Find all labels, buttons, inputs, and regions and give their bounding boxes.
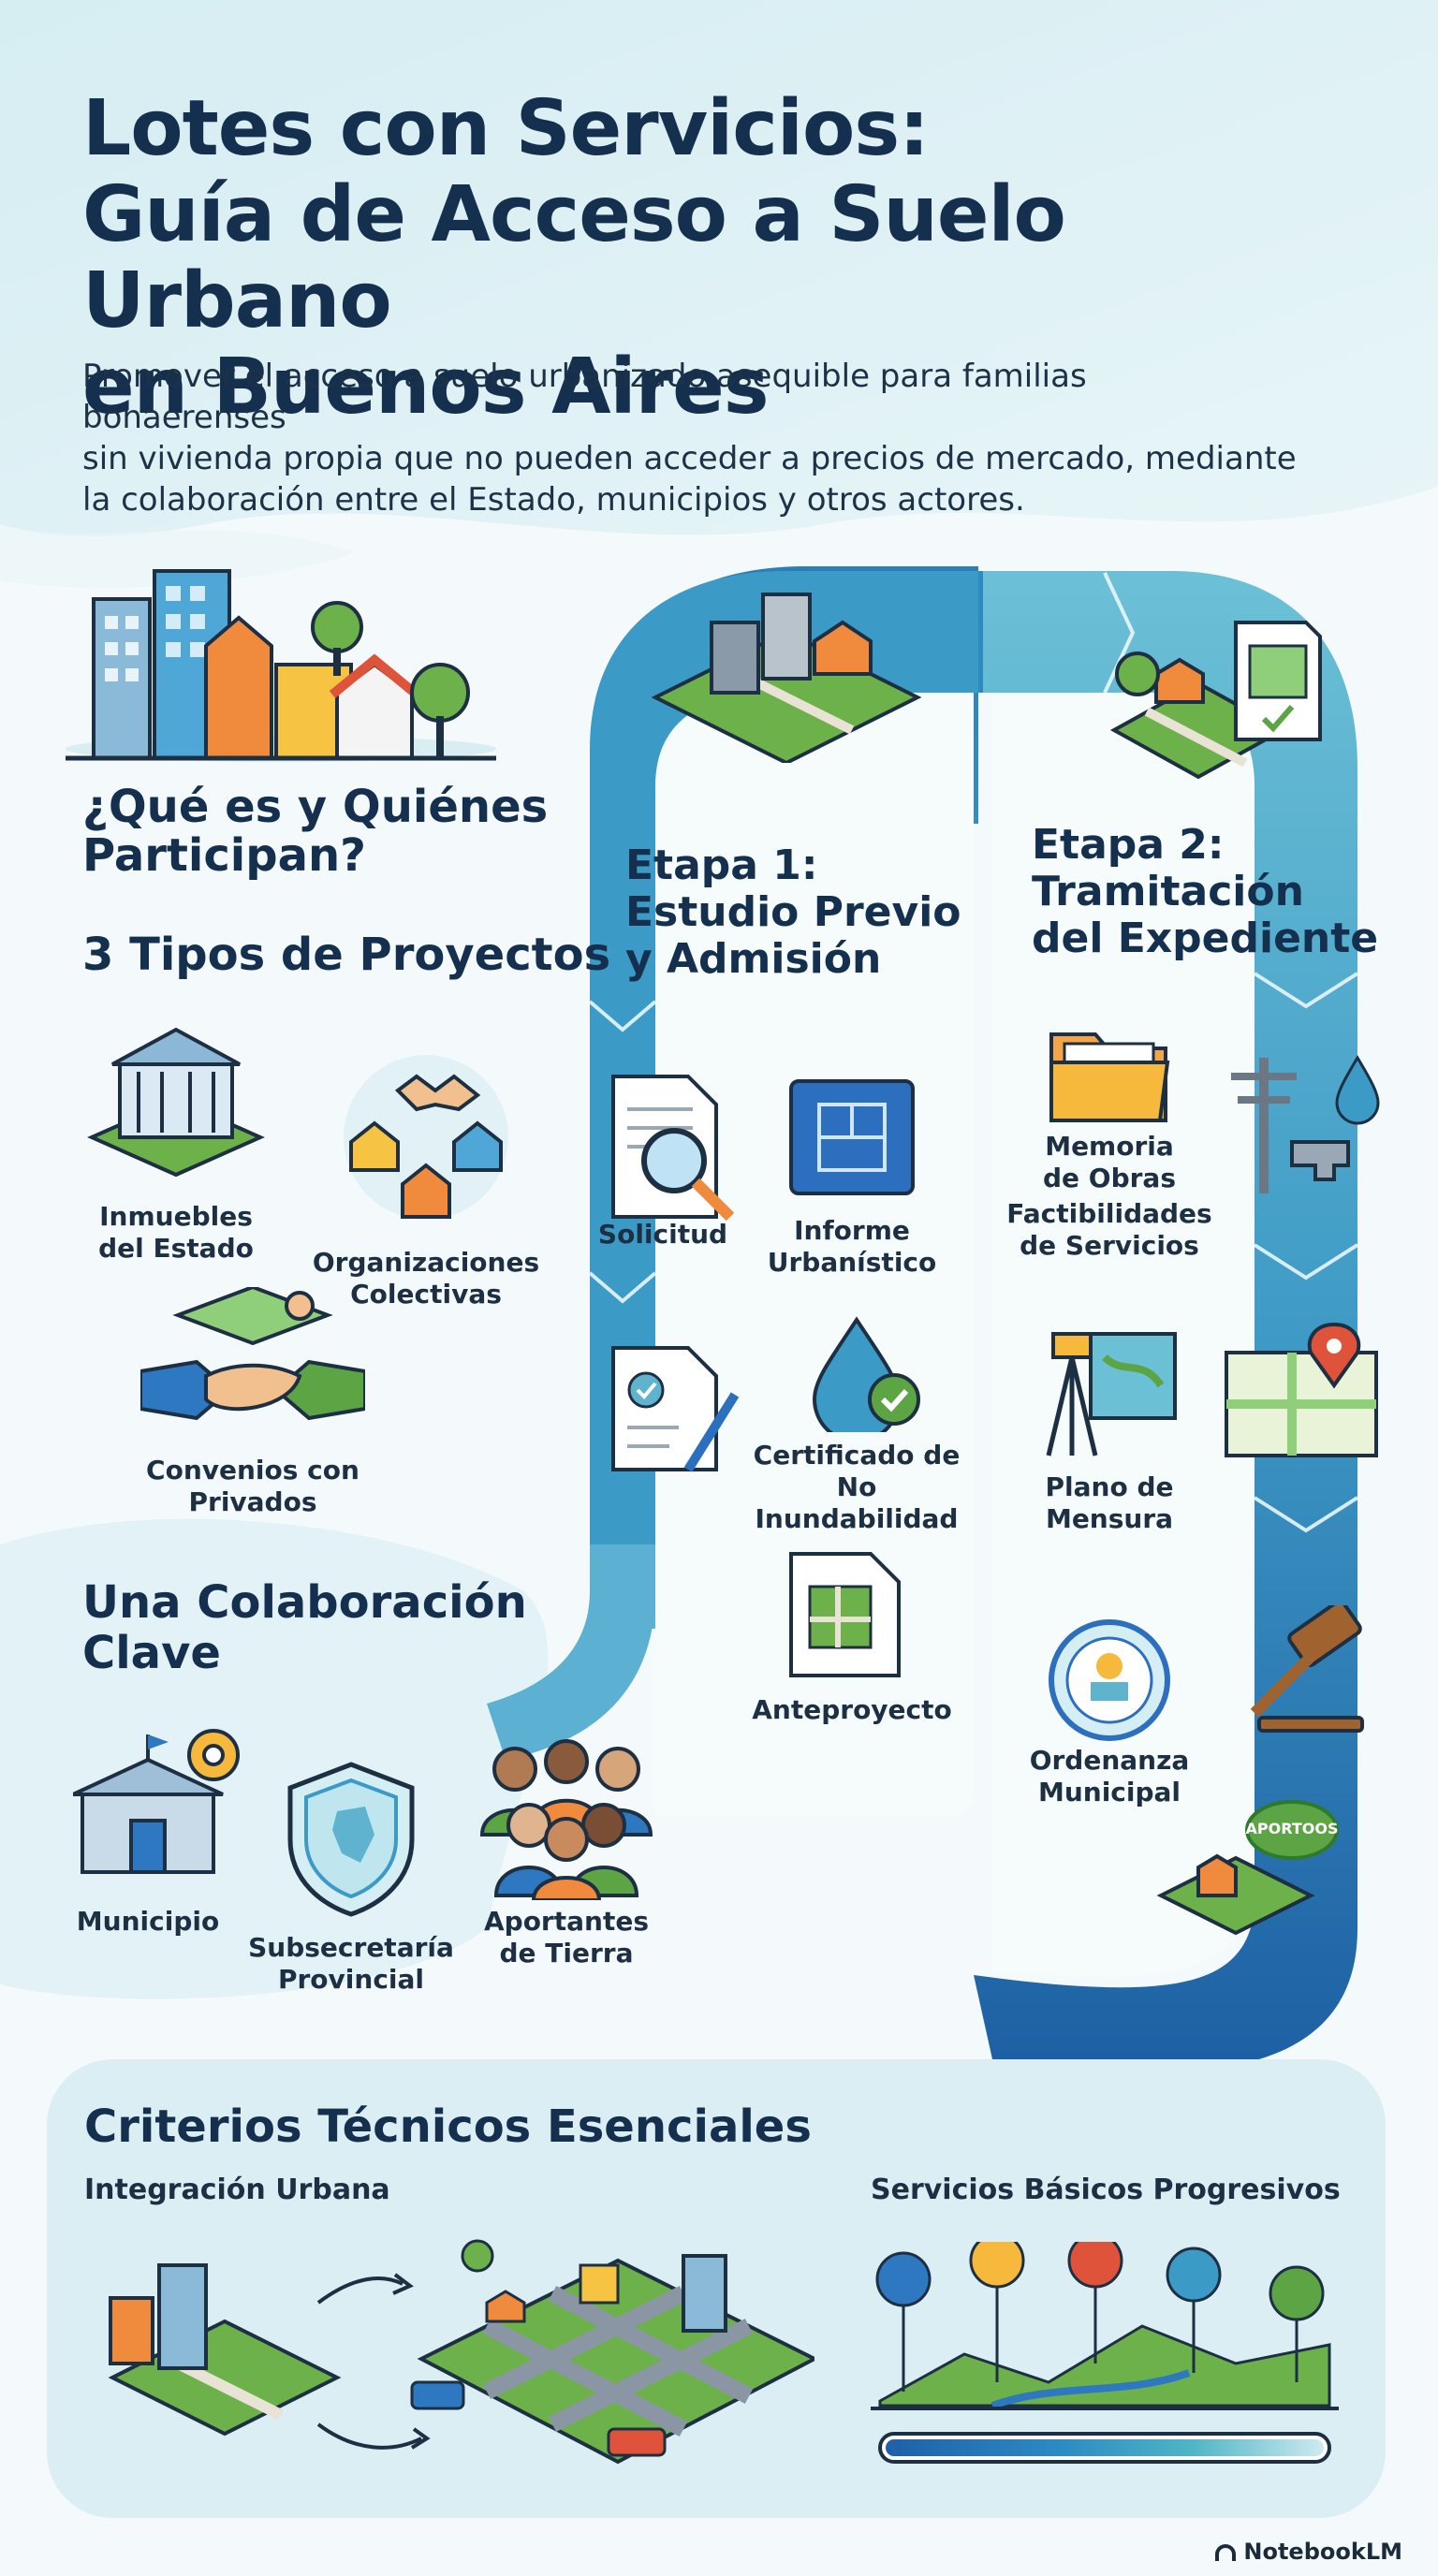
intro-paragraph: Promover el acceso a suelo urbanizado as… [82, 356, 1299, 520]
people-group-icon [473, 1732, 660, 1900]
who-participates-title: ¿Qué es y Quiénes Participan? [82, 783, 548, 880]
step-ordenanza-municipal: Ordenanza Municipal [1029, 1745, 1190, 1808]
intro-line-3: la colaboración entre el Estado, municip… [82, 481, 1025, 519]
step-factibilidades: Factibilidades de Servicios [1006, 1198, 1212, 1261]
collaboration-title: Una Colaboración Clave [82, 1577, 527, 1678]
surveyor-icon [1039, 1320, 1180, 1460]
actor-municipio: Municipio [76, 1906, 220, 1937]
handshake-icon [140, 1287, 365, 1446]
municipio-building-icon [73, 1718, 251, 1877]
project-type-organizaciones: Organizaciones Colectivas [312, 1247, 540, 1310]
stage1-lots-icon [646, 585, 927, 763]
services-progress-icon [861, 2242, 1348, 2476]
intro-line-2: sin vivienda propia que no pueden accede… [82, 440, 1297, 477]
gavel-icon [1236, 1605, 1376, 1736]
page-title: Lotes con Servicios: Guía de Acceso a Su… [82, 86, 1374, 431]
lots-seal-text: APORTOOS [1245, 1820, 1339, 1837]
step-solicitud: Solicitud [597, 1219, 728, 1250]
municipal-seal-icon [1044, 1615, 1175, 1746]
certificate-icon [604, 1339, 744, 1479]
project-type-privados: Convenios con Privados [146, 1455, 360, 1517]
document-search-icon [604, 1067, 744, 1226]
brand-label: NotebookLM [1243, 2539, 1402, 2565]
criteria-right-label: Servicios Básicos Progresivos [871, 2174, 1341, 2206]
stage2-lots-icon [1105, 608, 1329, 796]
step-memoria-obras: Memoria de Obras [1043, 1131, 1176, 1193]
title-line-1: Lotes con Servicios: [82, 84, 930, 173]
neighborhood-icon [94, 2228, 814, 2471]
project-types-title: 3 Tipos de Proyectos [82, 929, 611, 981]
criteria-title: Criterios Técnicos Esenciales [84, 2100, 812, 2153]
actor-aportantes: Aportantes de Tierra [483, 1906, 649, 1969]
map-pin-icon [1217, 1320, 1386, 1460]
who-title-line-2: Participan? [82, 829, 367, 882]
utility-pole-icon [1226, 1048, 1386, 1198]
lots-seal-icon [1152, 1793, 1339, 1952]
government-building-icon [82, 1016, 270, 1184]
province-shield-icon [286, 1760, 417, 1919]
title-line-2: Guía de Acceso a Suelo Urbano [82, 170, 1066, 345]
intro-line-1: Promover el acceso a suelo urbanizado as… [82, 358, 1087, 436]
criteria-left-label: Integración Urbana [84, 2174, 390, 2206]
collab-title-line-1: Una Colaboración [82, 1576, 527, 1629]
collab-title-line-2: Clave [82, 1627, 221, 1679]
folder-icon [1044, 1016, 1175, 1128]
map-document-icon [782, 1544, 913, 1685]
project-type-estado: Inmuebles del Estado [98, 1201, 254, 1264]
step-certificado: Certificado de No Inundabilidad [753, 1440, 961, 1534]
city-skyline-icon [66, 562, 496, 768]
stage2-title: Etapa 2: Tramitación del Expediente [1032, 821, 1379, 962]
step-anteproyecto: Anteproyecto [752, 1694, 952, 1725]
notebooklm-brand: NotebookLM [1215, 2539, 1402, 2565]
step-informe-urbanistico: Informe Urbanístico [767, 1215, 937, 1278]
actor-subsecretaria: Subsecretaría Provincial [248, 1932, 454, 1995]
water-check-icon [805, 1310, 927, 1432]
title-line-3: en Buenos Aires [82, 343, 770, 432]
notebooklm-logo-icon [1215, 2544, 1237, 2561]
who-title-line-1: ¿Qué es y Quiénes [82, 781, 549, 833]
houses-network-icon [328, 1053, 524, 1222]
blueprint-icon [782, 1072, 922, 1203]
step-plano-mensura: Plano de Mensura [1045, 1471, 1174, 1534]
stage1-title: Etapa 1: Estudio Previo y Admisión [625, 842, 961, 983]
